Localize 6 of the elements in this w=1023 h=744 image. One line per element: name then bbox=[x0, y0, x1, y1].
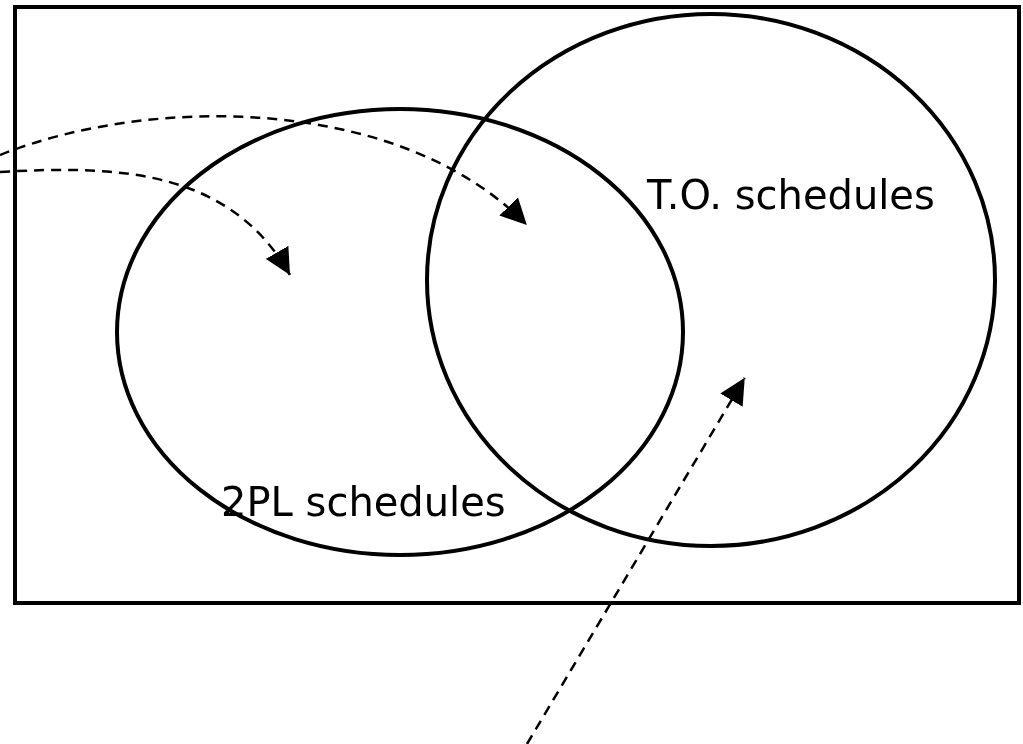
arrow bbox=[525, 377, 746, 744]
set-label: T.O. schedules bbox=[647, 172, 935, 218]
arrow bbox=[0, 168, 292, 276]
set-label: 2PL schedules bbox=[221, 479, 506, 525]
frame-box bbox=[13, 5, 1021, 605]
arrow bbox=[0, 115, 528, 227]
